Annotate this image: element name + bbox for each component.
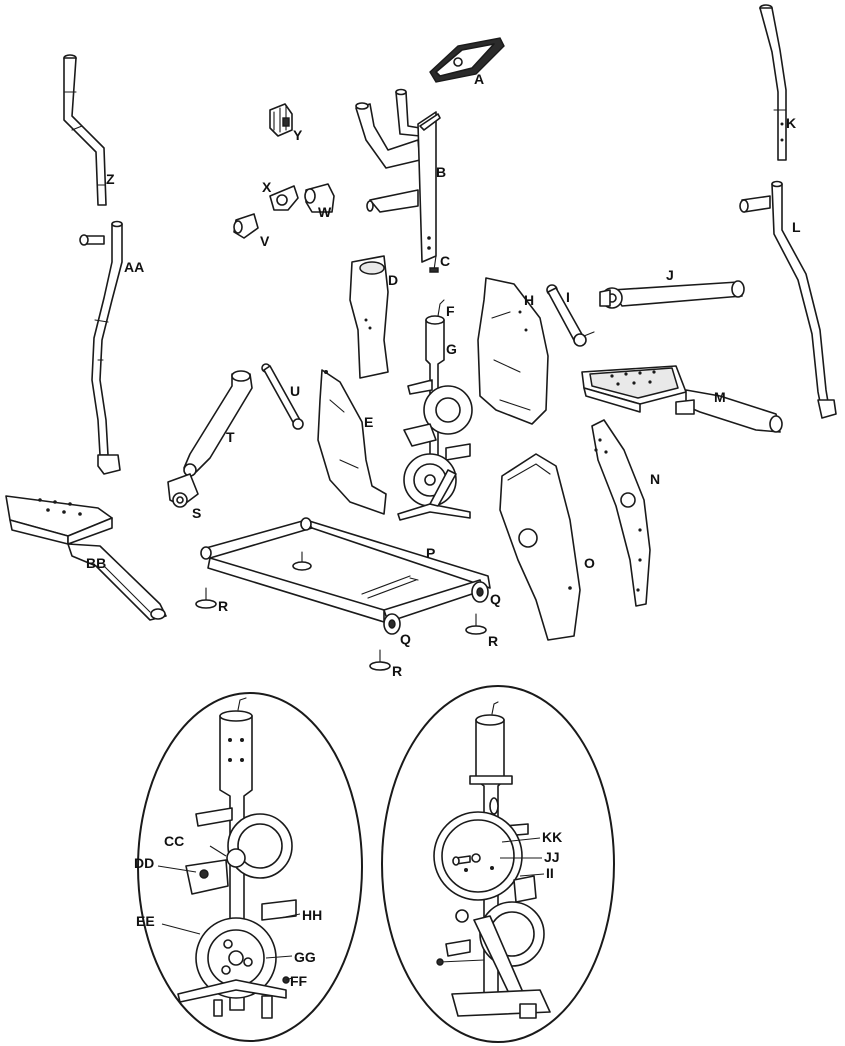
- part-r-leveler-2: [465, 613, 487, 635]
- part-y-bracket: [269, 103, 293, 137]
- part-t-crank-arm: [183, 370, 253, 477]
- part-x-clamp: [269, 185, 299, 211]
- part-e-left-shroud: [317, 369, 387, 515]
- label-k: K: [786, 115, 796, 131]
- label-s: S: [192, 505, 201, 521]
- label-w: W: [318, 204, 332, 220]
- label-b: B: [436, 164, 446, 180]
- label-ee: EE: [136, 913, 155, 929]
- part-d-upper-shroud: [349, 255, 389, 379]
- label-cc: CC: [164, 833, 184, 849]
- part-q-wheel-1: [471, 581, 489, 603]
- leader-ff: [285, 977, 293, 981]
- label-p: P: [426, 545, 435, 561]
- label-r-2: R: [488, 633, 498, 649]
- label-aa: AA: [124, 259, 144, 275]
- label-v: V: [260, 233, 270, 249]
- label-z: Z: [106, 171, 115, 187]
- label-ff: FF: [290, 973, 308, 989]
- part-k-upper-handle-right: [759, 4, 787, 161]
- part-w-cap: [304, 183, 335, 213]
- leader-ii: [519, 873, 545, 877]
- label-q-1: Q: [490, 591, 501, 607]
- label-r-3: R: [392, 663, 402, 679]
- part-i-link: [546, 284, 595, 347]
- leader-cc: [209, 845, 227, 857]
- label-bb: BB: [86, 555, 106, 571]
- part-aa-lower-arm-left: [79, 220, 123, 475]
- part-h-right-shroud: [477, 277, 549, 425]
- detail-oval-right: [381, 685, 615, 1043]
- leader-ee: [161, 923, 201, 935]
- label-f: F: [446, 303, 455, 319]
- label-o: O: [584, 555, 595, 571]
- part-b-console-mast: [355, 88, 441, 263]
- pedal-holes-right: [610, 370, 656, 386]
- label-q-2: Q: [400, 631, 411, 647]
- label-gg: GG: [294, 949, 316, 965]
- label-c: C: [440, 253, 450, 269]
- part-z-upper-handle-left: [63, 54, 107, 206]
- part-bb-pedal-arm-left: [5, 495, 167, 621]
- label-d: D: [388, 272, 398, 288]
- part-c-bolt: [429, 255, 439, 273]
- label-u: U: [290, 383, 300, 399]
- label-r-1: R: [218, 598, 228, 614]
- leader-hh: [279, 913, 301, 919]
- leader-dd: [157, 865, 197, 873]
- part-n-cover: [591, 419, 651, 607]
- part-j-arm-right: [599, 280, 745, 309]
- label-i: I: [566, 289, 570, 305]
- label-dd: DD: [134, 855, 154, 871]
- leader-kk: [501, 837, 541, 843]
- label-t: T: [226, 429, 235, 445]
- part-l-lower-arm-right: [739, 180, 837, 419]
- label-y: Y: [293, 127, 303, 143]
- part-q-wheel-2: [383, 613, 401, 635]
- part-v-cap: [233, 213, 259, 239]
- part-g-main-frame: [397, 315, 473, 521]
- label-x: X: [262, 179, 272, 195]
- part-m-pedal-arm-right: [581, 365, 783, 433]
- label-m: M: [714, 389, 726, 405]
- part-r-leveler-3: [369, 649, 391, 671]
- label-ii: II: [546, 865, 554, 881]
- label-a: A: [474, 71, 484, 87]
- part-a-console: [429, 37, 505, 83]
- leader-gg: [265, 955, 293, 959]
- part-p-base-frame: [200, 517, 491, 623]
- label-g: G: [446, 341, 457, 357]
- label-j: J: [666, 267, 674, 283]
- detail-oval-left: [137, 692, 363, 1042]
- label-h: H: [524, 292, 534, 308]
- part-o-cover: [499, 453, 581, 641]
- label-e: E: [364, 414, 373, 430]
- part-leveler-center: [292, 551, 312, 571]
- label-hh: HH: [302, 907, 322, 923]
- pedal-holes-left: [38, 498, 82, 516]
- part-u-link: [261, 363, 304, 430]
- label-l: L: [792, 219, 801, 235]
- part-s-roller: [167, 473, 199, 508]
- label-n: N: [650, 471, 660, 487]
- label-jj: JJ: [544, 849, 560, 865]
- cover-n-holes: [594, 438, 642, 592]
- part-r-leveler-1: [195, 587, 217, 609]
- label-kk: KK: [542, 829, 562, 845]
